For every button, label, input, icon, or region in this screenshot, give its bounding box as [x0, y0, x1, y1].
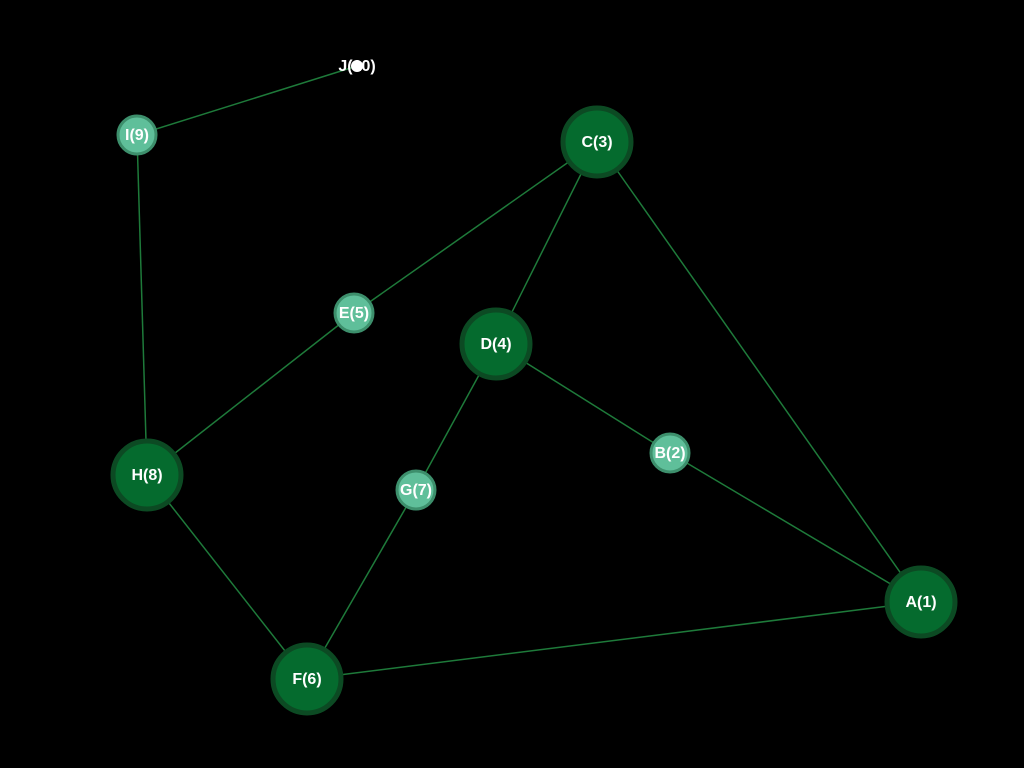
node-label-h: H(8)	[131, 467, 162, 484]
edges-layer	[136, 65, 922, 680]
node-j[interactable]: J(10)	[338, 58, 375, 75]
node-label-g: G(7)	[400, 482, 432, 499]
node-label-i: I(9)	[125, 127, 149, 144]
node-i[interactable]: I(9)	[116, 114, 158, 156]
node-e[interactable]: E(5)	[333, 292, 375, 334]
node-label-c: C(3)	[581, 134, 612, 151]
node-h[interactable]: H(8)	[110, 438, 184, 512]
edge-h-f	[146, 474, 308, 680]
node-label-b: B(2)	[654, 445, 685, 462]
node-c[interactable]: C(3)	[560, 105, 634, 179]
edge-i-h	[136, 134, 148, 476]
node-label-e: E(5)	[339, 305, 369, 322]
edge-f-a	[306, 601, 922, 680]
nodes-layer: A(1) B(2) C(3) D(4) E(5) F(6) G(7) H(8) I(9) J(10…	[110, 58, 958, 716]
node-circle-a[interactable]	[884, 565, 958, 639]
node-circle-b[interactable]	[649, 432, 691, 474]
edge-c-d	[495, 141, 598, 345]
node-label-d: D(4)	[480, 336, 511, 353]
edge-h-e	[146, 312, 355, 476]
node-circle-f[interactable]	[270, 642, 344, 716]
node-f[interactable]: F(6)	[270, 642, 344, 716]
node-circle-i[interactable]	[116, 114, 158, 156]
node-b[interactable]: B(2)	[649, 432, 691, 474]
edge-b-a	[669, 452, 922, 603]
edge-e-c	[353, 141, 598, 314]
node-label-j: J(10)	[338, 58, 375, 75]
node-circle-j[interactable]	[351, 60, 363, 72]
node-circle-d[interactable]	[459, 307, 533, 381]
node-a[interactable]: A(1)	[884, 565, 958, 639]
node-label-f: F(6)	[292, 671, 321, 688]
node-circle-g[interactable]	[395, 469, 437, 511]
node-label-a: A(1)	[905, 594, 936, 611]
edge-c-a	[596, 141, 922, 603]
node-g[interactable]: G(7)	[395, 469, 437, 511]
node-d[interactable]: D(4)	[459, 307, 533, 381]
node-circle-e[interactable]	[333, 292, 375, 334]
node-circle-h[interactable]	[110, 438, 184, 512]
node-circle-c[interactable]	[560, 105, 634, 179]
edge-j-i	[136, 65, 358, 136]
